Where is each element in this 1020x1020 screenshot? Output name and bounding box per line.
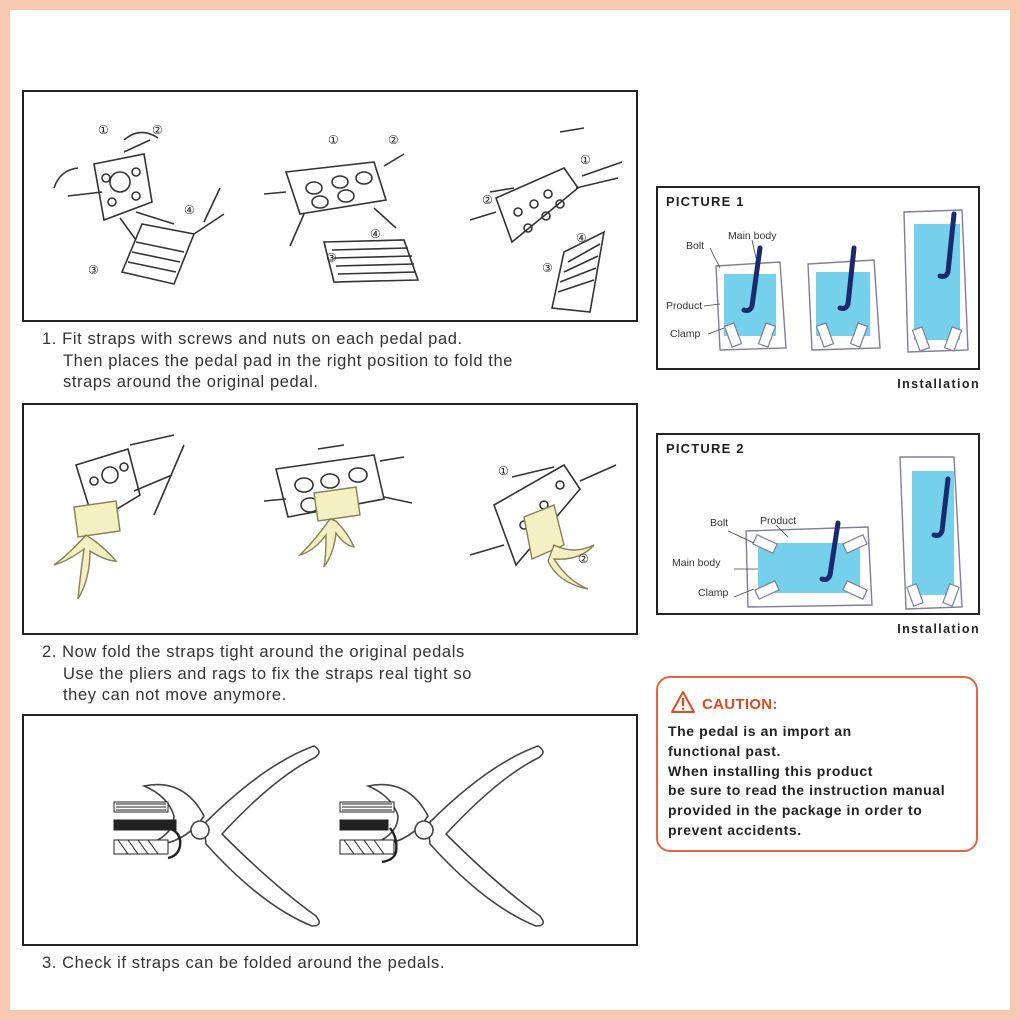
picture2-box: PICTURE 2 <box>656 433 980 615</box>
callout-1-d: ① <box>498 464 509 478</box>
caution-line6: prevent accidents. <box>668 821 802 838</box>
picture1-title: PICTURE 1 <box>666 194 745 209</box>
picture2-label-main-body: Main body <box>672 557 721 569</box>
step1-line2: Then places the pedal pad in the right p… <box>63 351 514 370</box>
step2-line2: Use the pliers and rags to fix the strap… <box>63 664 473 683</box>
callout-3-a: ③ <box>88 263 99 277</box>
caution-title: CAUTION: <box>702 696 778 713</box>
caution-line3: When installing this product <box>668 762 874 779</box>
picture1-caption: Installation <box>897 377 980 391</box>
step2-illustration-panel: ① ② <box>22 403 638 635</box>
picture2-caption: Installation <box>897 622 980 636</box>
step2-line3: they can not move anymore. <box>63 686 287 704</box>
warning-triangle-icon <box>671 691 695 713</box>
step1-line1: 1. Fit straps with screws and nuts on ea… <box>42 330 463 348</box>
step3-illustration-panel <box>22 714 638 946</box>
step2-strap-diagrams: ① ② <box>53 434 617 600</box>
picture2-label-clamp: Clamp <box>698 587 729 599</box>
picture1-label-bolt: Bolt <box>686 240 705 252</box>
picture2-diagram <box>727 456 963 610</box>
instruction-sheet: ① ② ③ ④ ① ② ③ ④ ① ② ③ ④ 1. Fit straps wi… <box>10 10 1010 1010</box>
picture2-label-product: Product <box>760 515 797 527</box>
step3-pliers-diagrams <box>113 745 544 927</box>
caution-line1: The pedal is an import an <box>668 723 852 739</box>
callout-1-b: ① <box>328 133 339 147</box>
callout-1-c: ① <box>580 153 591 167</box>
picture2-label-bolt: Bolt <box>710 517 729 529</box>
callout-2-c: ② <box>482 193 493 207</box>
callout-3-c: ③ <box>542 261 553 275</box>
step1-line3: straps around the original pedal. <box>63 373 319 391</box>
callout-2-d: ② <box>578 552 589 566</box>
picture2-title: PICTURE 2 <box>666 441 745 456</box>
step2-line1: 2. Now fold the straps tight around the … <box>42 643 465 661</box>
callout-1-a: ① <box>98 123 109 137</box>
step1-pedal-diagrams: ① ② ③ ④ ① ② ③ ④ ① ② ③ ④ <box>53 123 623 313</box>
caution-box: CAUTION: The pedal is an import an funct… <box>656 676 978 852</box>
picture1-label-main-body: Main body <box>728 230 777 242</box>
caution-text: The pedal is an import an functional pas… <box>668 722 945 841</box>
caution-line4: be sure to read the instruction manual <box>668 782 946 799</box>
callout-2-b: ② <box>388 133 399 147</box>
step3-line1: 3. Check if straps can be folded around … <box>42 954 446 972</box>
picture1-diagram <box>703 209 969 353</box>
picture1-label-product: Product <box>666 300 703 312</box>
step1-illustration-panel: ① ② ③ ④ ① ② ③ ④ ① ② ③ ④ <box>22 90 638 322</box>
picture1-label-clamp: Clamp <box>670 328 701 340</box>
caution-line2: functional past. <box>668 742 782 759</box>
callout-4-a: ④ <box>184 203 195 217</box>
callout-3-b: ③ <box>326 251 337 265</box>
step3-text: 3. Check if straps can be folded around … <box>42 953 445 975</box>
step1-text: 1. Fit straps with screws and nuts on ea… <box>42 329 513 394</box>
caution-line5: provided in the package in order to <box>668 802 923 819</box>
picture1-box: PICTURE 1 <box>656 186 980 370</box>
step2-text: 2. Now fold the straps tight around the … <box>42 642 472 707</box>
callout-2-a: ② <box>152 123 163 137</box>
callout-4-b: ④ <box>370 227 381 241</box>
callout-4-c: ④ <box>576 231 587 245</box>
